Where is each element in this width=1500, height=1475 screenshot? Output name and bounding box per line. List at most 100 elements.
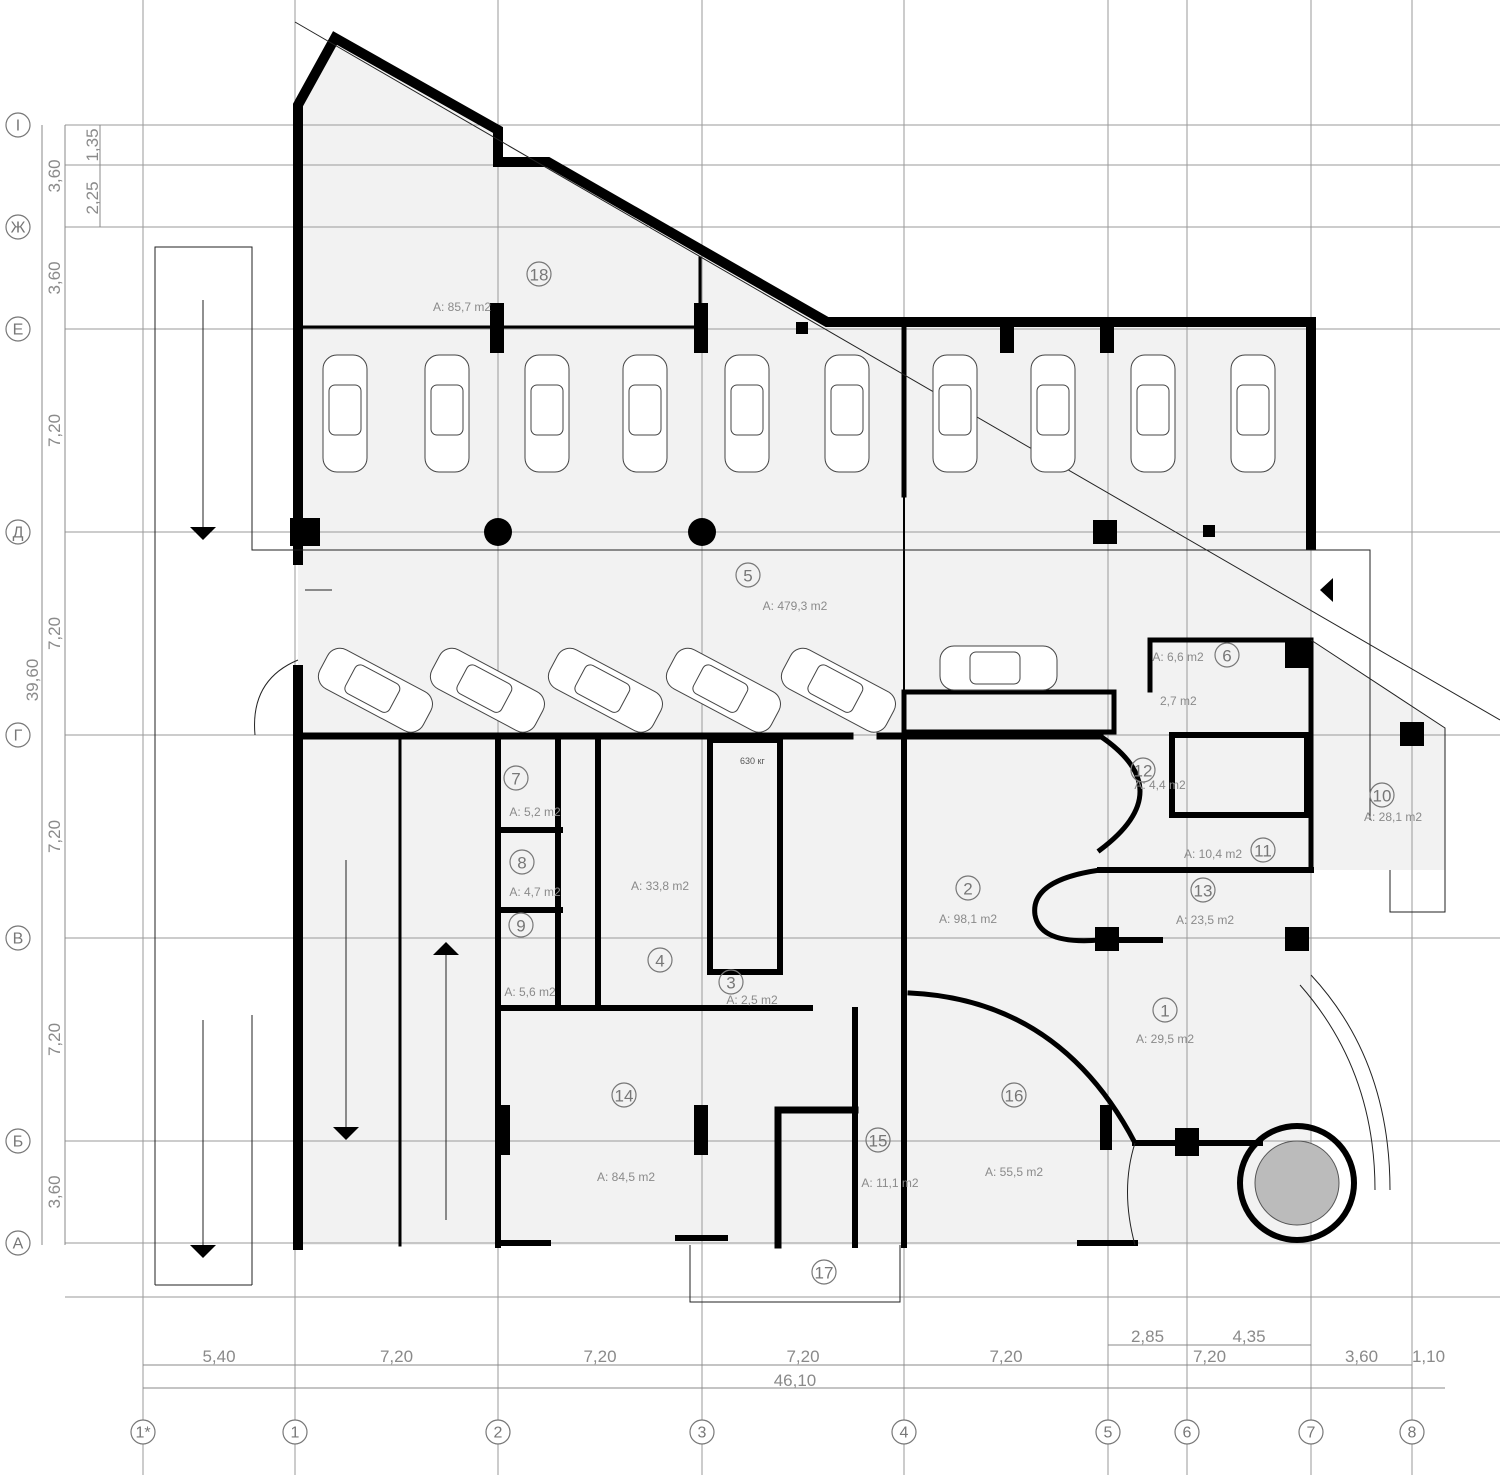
drive-arrows	[190, 300, 1333, 1258]
room-number-circle	[1214, 642, 1240, 668]
room-5: 5A: 479,3 m2	[735, 562, 828, 613]
axis-label: 7	[1307, 1425, 1316, 1442]
axis-label: 8	[1408, 1425, 1417, 1442]
room-number-circle	[1369, 782, 1395, 808]
room-area: A: 2,5 m2	[726, 993, 778, 1007]
room-number-circle	[503, 765, 529, 791]
room-number-circle	[718, 969, 744, 995]
room-area: A: 28,1 m2	[1364, 810, 1422, 824]
car-icon	[1030, 354, 1076, 473]
car-icon	[322, 354, 368, 473]
room-area: A: 6,6 m2	[1152, 650, 1204, 664]
room-number-circle	[1190, 877, 1216, 903]
room-14: 14 A: 84,5 m2	[597, 1082, 655, 1184]
axis-marker-vertical: 1	[282, 1419, 308, 1445]
axis-marker-horizontal: I	[5, 112, 31, 138]
arrow-down-icon	[333, 1127, 359, 1140]
room-number: 12	[1134, 762, 1153, 781]
dimension-label: 3,60	[45, 159, 64, 192]
room-area: A: 29,5 m2	[1136, 1032, 1194, 1046]
axis-marker-horizontal: Г	[5, 722, 31, 748]
car-icon	[780, 647, 896, 733]
axis-marker-horizontal: Ж	[5, 214, 31, 240]
room-number: 4	[655, 952, 664, 971]
car-icon	[622, 354, 668, 473]
dimension-label: 7,20	[786, 1347, 819, 1366]
axis-marker-vertical: 5	[1095, 1419, 1121, 1445]
room-number: 2	[963, 880, 972, 899]
dimension-label: 7,20	[989, 1347, 1022, 1366]
room-area: A: 84,5 m2	[597, 1170, 655, 1184]
dimension-label: 7,20	[45, 820, 64, 853]
axis-label: I	[16, 118, 20, 135]
room-10: 10 A: 28,1 m2	[1364, 782, 1422, 824]
room-11: 11A: 10,4 m2	[1184, 837, 1276, 863]
axis-marker-vertical: 4	[891, 1419, 917, 1445]
car-icon	[932, 354, 978, 473]
car-icon	[317, 647, 433, 733]
room-number-circle	[735, 562, 761, 588]
axis-label: Ж	[11, 220, 26, 237]
dimension-label: 7,20	[583, 1347, 616, 1366]
dimension-label: 4,35	[1232, 1327, 1265, 1346]
axis-marker-vertical: 8	[1399, 1419, 1425, 1445]
axis-label: В	[13, 931, 24, 948]
walls	[154, 21, 1500, 1303]
room-number-circle	[1130, 757, 1156, 783]
arrow-left-icon	[1320, 578, 1333, 602]
arrow-down-icon	[190, 527, 216, 540]
room-9: 9A: 5,6 m2	[504, 912, 556, 999]
room-number: 8	[517, 854, 526, 873]
axis-label: Д	[13, 525, 24, 542]
room-number: 15	[869, 1132, 888, 1151]
room-number-circle	[508, 912, 534, 938]
room-13: 13A: 23,5 m2	[1176, 877, 1234, 927]
room-2: 2A: 98,1 m2	[939, 875, 997, 926]
room-7: 7A: 5,2 m2	[503, 765, 561, 819]
room-number: 16	[1005, 1087, 1024, 1106]
room-area: A: 4,4 m2	[1134, 778, 1186, 792]
dimension-label: 7,20	[45, 414, 64, 447]
car-icon	[665, 647, 781, 733]
room-number: 6	[1222, 647, 1231, 666]
car-icon	[524, 354, 570, 473]
room-labels: 1 A: 29,5 m2 2A: 98,1 m2 3A: 2,5 m2 4A: 33,8…	[433, 261, 1422, 1285]
dimension-label: 7,20	[380, 1347, 413, 1366]
axis-label: 1	[291, 1425, 300, 1442]
room-number-circle	[811, 1259, 837, 1285]
arrow-down-icon	[190, 1245, 216, 1258]
room-number: 7	[511, 770, 520, 789]
room-number: 18	[530, 266, 549, 285]
lift-capacity-label: 630 кг	[740, 756, 765, 766]
room-12: 12A: 4,4 m2	[1130, 757, 1186, 792]
room-number-circle	[1152, 997, 1178, 1023]
car-icon	[939, 645, 1058, 691]
room-area: A: 55,5 m2	[985, 1165, 1043, 1179]
axis-label: 1*	[135, 1425, 150, 1442]
room-number-circle	[1250, 837, 1276, 863]
axis-marker-vertical: 3	[689, 1419, 715, 1445]
axis-marker-horizontal: А	[5, 1230, 31, 1256]
room-3: 3A: 2,5 m2	[718, 969, 778, 1007]
aux-area-label: 2,7 m2	[1160, 694, 1197, 708]
dimension-label: 2,25	[83, 181, 102, 214]
room-number: 1	[1160, 1002, 1169, 1021]
tree-icon	[1254, 1140, 1340, 1226]
room-6: 6 A: 6,6 m2	[1152, 642, 1240, 668]
axis-label: Г	[14, 728, 23, 745]
room-area: A: 10,4 m2	[1184, 847, 1242, 861]
axis-label: Б	[13, 1134, 24, 1151]
room-number: 14	[615, 1087, 634, 1106]
axis-label: А	[13, 1236, 24, 1253]
room-number: 10	[1373, 787, 1392, 806]
axis-marker-vertical: 6	[1174, 1419, 1200, 1445]
dimension-label: 7,20	[45, 1023, 64, 1056]
axis-label: 6	[1183, 1425, 1192, 1442]
axis-label: 5	[1104, 1425, 1113, 1442]
car-icon	[824, 354, 870, 473]
axis-label: 3	[698, 1425, 707, 1442]
room-4: 4A: 33,8 m2	[631, 879, 689, 973]
room-number-circle	[955, 875, 981, 901]
